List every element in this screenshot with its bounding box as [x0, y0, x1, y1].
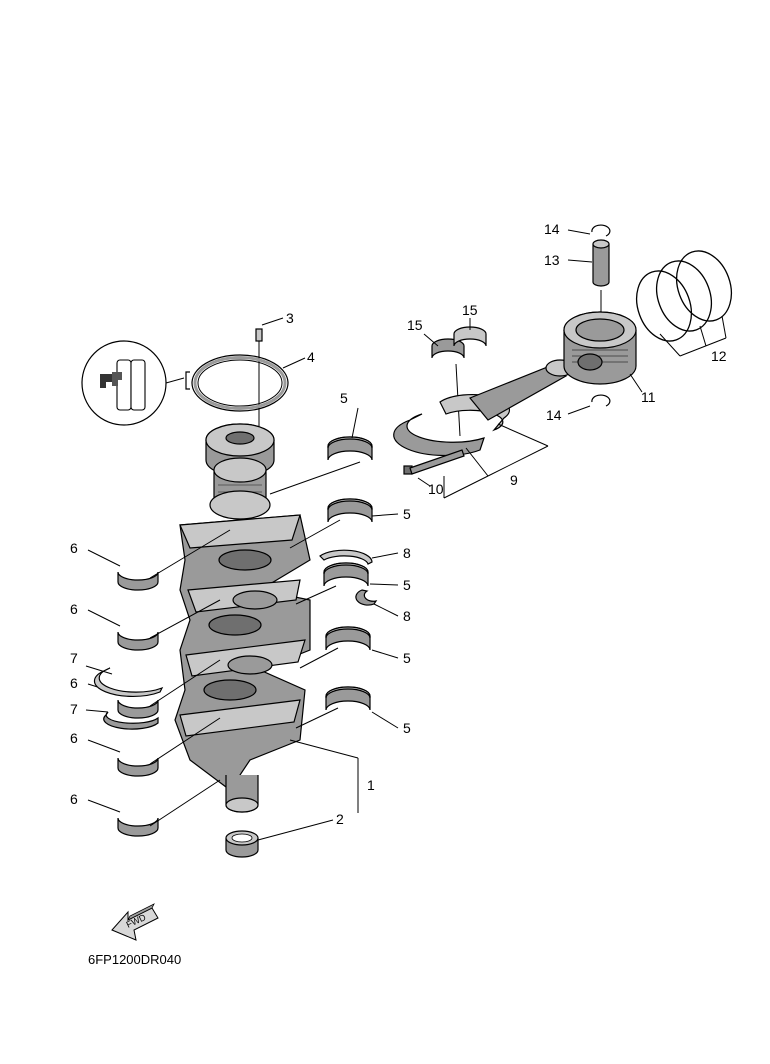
- part-10-bolt: [403, 449, 489, 499]
- part-3-pin: [255, 317, 284, 440]
- part-7-thrust-washers: [85, 665, 164, 730]
- part-8-thrust-washers: [319, 549, 399, 617]
- callout-14b: 14: [546, 407, 562, 423]
- callout-15a: 15: [407, 317, 423, 333]
- callout-8b: 8: [403, 608, 411, 624]
- callout-5b: 5: [403, 506, 411, 522]
- part-12-piston-rings: [635, 250, 733, 357]
- fwd-arrow-icon: FWD: [111, 903, 159, 941]
- callout-7a: 7: [70, 650, 78, 666]
- callout-5a: 5: [340, 390, 348, 406]
- part-13-piston-pin: [567, 239, 610, 312]
- callout-2: 2: [336, 811, 344, 827]
- callout-11: 11: [641, 389, 656, 405]
- callout-10: 10: [428, 481, 444, 497]
- callout-7b: 7: [70, 701, 78, 717]
- callout-15b: 15: [462, 302, 478, 318]
- part-2-sleeve: [225, 819, 334, 858]
- callout-3: 3: [286, 310, 294, 326]
- callout-5d: 5: [403, 650, 411, 666]
- callout-4: 4: [307, 349, 315, 365]
- part-6-bearings: [87, 529, 231, 837]
- callout-5e: 5: [403, 720, 411, 736]
- callout-1: 1: [367, 777, 375, 793]
- callout-6d: 6: [70, 730, 78, 746]
- callout-6a: 6: [70, 540, 78, 556]
- callout-labels: 1 2 3 4 5 5 5 5 5 6 6 6 6 6 7 7 8 8 9 10…: [70, 221, 727, 827]
- callout-12: 12: [711, 348, 727, 364]
- part-15-rod-bearings: [423, 318, 487, 437]
- callout-9: 9: [510, 472, 518, 488]
- part-11-piston: [563, 311, 643, 393]
- callout-6c: 6: [70, 675, 78, 691]
- callout-13: 13: [544, 252, 560, 268]
- sealant-detail-bubble: [81, 340, 190, 426]
- part-5-bearings: [269, 407, 399, 729]
- part-14-circlips: [567, 224, 611, 415]
- callout-8a: 8: [403, 545, 411, 561]
- part-4-oring: [191, 354, 306, 412]
- part-1-crankshaft: [174, 423, 359, 813]
- callout-14a: 14: [544, 221, 560, 237]
- callout-6b: 6: [70, 601, 78, 617]
- sealant-icon: [100, 374, 112, 388]
- callout-6e: 6: [70, 791, 78, 807]
- diagram-code: 6FP1200DR040: [88, 952, 181, 967]
- part-9-connecting-rod: [393, 359, 575, 477]
- callout-5c: 5: [403, 577, 411, 593]
